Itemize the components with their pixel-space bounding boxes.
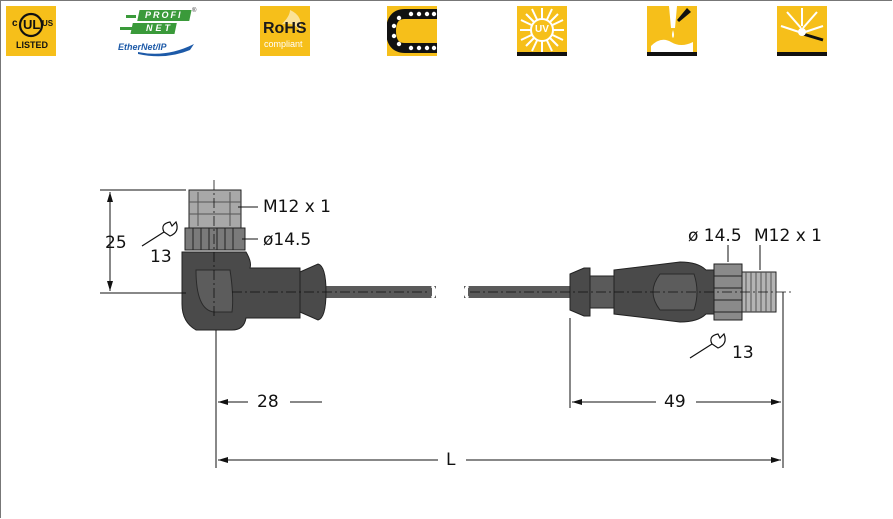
profinet-line1: PROFI xyxy=(145,10,183,20)
drag-chain-icon xyxy=(387,6,437,56)
ul-c-label: c xyxy=(12,18,18,29)
ethernetip-label: EtherNet/IP xyxy=(118,42,167,52)
ul-center-label: UL xyxy=(23,17,41,32)
leader-lines xyxy=(238,206,761,270)
weld-spark-icon xyxy=(777,6,827,56)
ul-listed-label: LISTED xyxy=(16,40,49,50)
left-wrench-label: 13 xyxy=(150,247,172,267)
rohs-icon: RoHS compliant xyxy=(260,6,310,56)
right-connector xyxy=(470,261,792,323)
length-49-label: 49 xyxy=(664,392,686,412)
left-connector xyxy=(181,180,430,331)
height-dimension xyxy=(100,189,186,294)
right-wrench-label: 13 xyxy=(732,343,754,363)
ul-listed-icon: c UL US LISTED xyxy=(6,6,56,56)
oil-drop-icon xyxy=(647,6,697,56)
wrench-icon xyxy=(689,332,726,359)
length-28-label: 28 xyxy=(257,392,279,412)
profinet-line2: NET xyxy=(146,23,173,33)
uv-label: UV xyxy=(535,24,549,35)
profinet-reg: ® xyxy=(192,8,197,14)
ul-us-label: US xyxy=(42,19,54,28)
height-label: 25 xyxy=(105,233,127,253)
total-length-label: L xyxy=(446,450,456,470)
extension-lines xyxy=(215,292,784,468)
wrench-icon xyxy=(141,220,178,247)
left-diameter-label: ø14.5 xyxy=(263,230,312,250)
left-thread-label: M12 x 1 xyxy=(263,197,331,217)
rohs-subtitle: compliant xyxy=(264,39,303,49)
uv-resistant-icon: UV xyxy=(517,6,567,56)
right-thread-label: M12 x 1 xyxy=(754,226,822,246)
profinet-ethernetip-logo: PROFI NET ® EtherNet/IP xyxy=(118,8,200,58)
rohs-title: RoHS xyxy=(263,20,307,37)
right-diameter-label: ø 14.5 xyxy=(688,226,742,246)
